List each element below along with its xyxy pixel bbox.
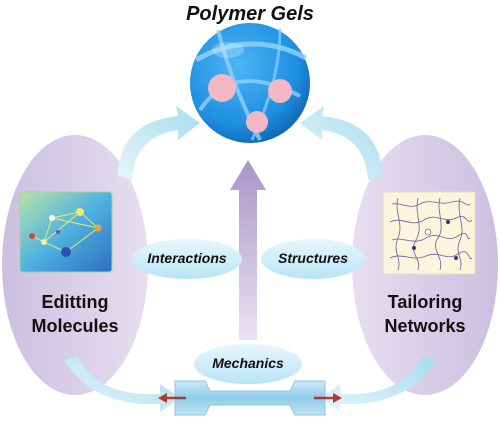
right-panel-line2: Networks bbox=[384, 316, 466, 336]
left-panel-line1: Editting bbox=[41, 292, 109, 312]
left-panel-line2: Molecules bbox=[31, 316, 119, 336]
mechanics-label: Mechanics bbox=[212, 355, 284, 371]
right-force-arrow-icon bbox=[314, 393, 342, 403]
interactions-label: Interactions bbox=[147, 250, 227, 266]
right-upper-curved-arrow bbox=[300, 106, 382, 180]
gel-network-sphere-icon bbox=[190, 23, 310, 143]
left-lower-curved-arrow bbox=[64, 356, 180, 412]
polymer-network-graphic-icon bbox=[382, 191, 476, 275]
mechanics-oval bbox=[194, 344, 302, 384]
left-upper-curved-arrow bbox=[118, 106, 200, 180]
molecule-graphic-icon bbox=[19, 191, 113, 273]
left-force-arrow-icon bbox=[158, 393, 186, 403]
right-panel-line1: Tailoring bbox=[387, 292, 463, 312]
structures-label: Structures bbox=[277, 250, 349, 266]
diagram-title: Polymer Gels bbox=[186, 3, 314, 25]
structures-oval bbox=[261, 239, 365, 279]
tensile-dumbbell-icon bbox=[174, 380, 326, 416]
right-lower-curved-arrow bbox=[320, 356, 436, 412]
interactions-oval bbox=[132, 239, 242, 279]
central-arrow bbox=[230, 160, 266, 340]
